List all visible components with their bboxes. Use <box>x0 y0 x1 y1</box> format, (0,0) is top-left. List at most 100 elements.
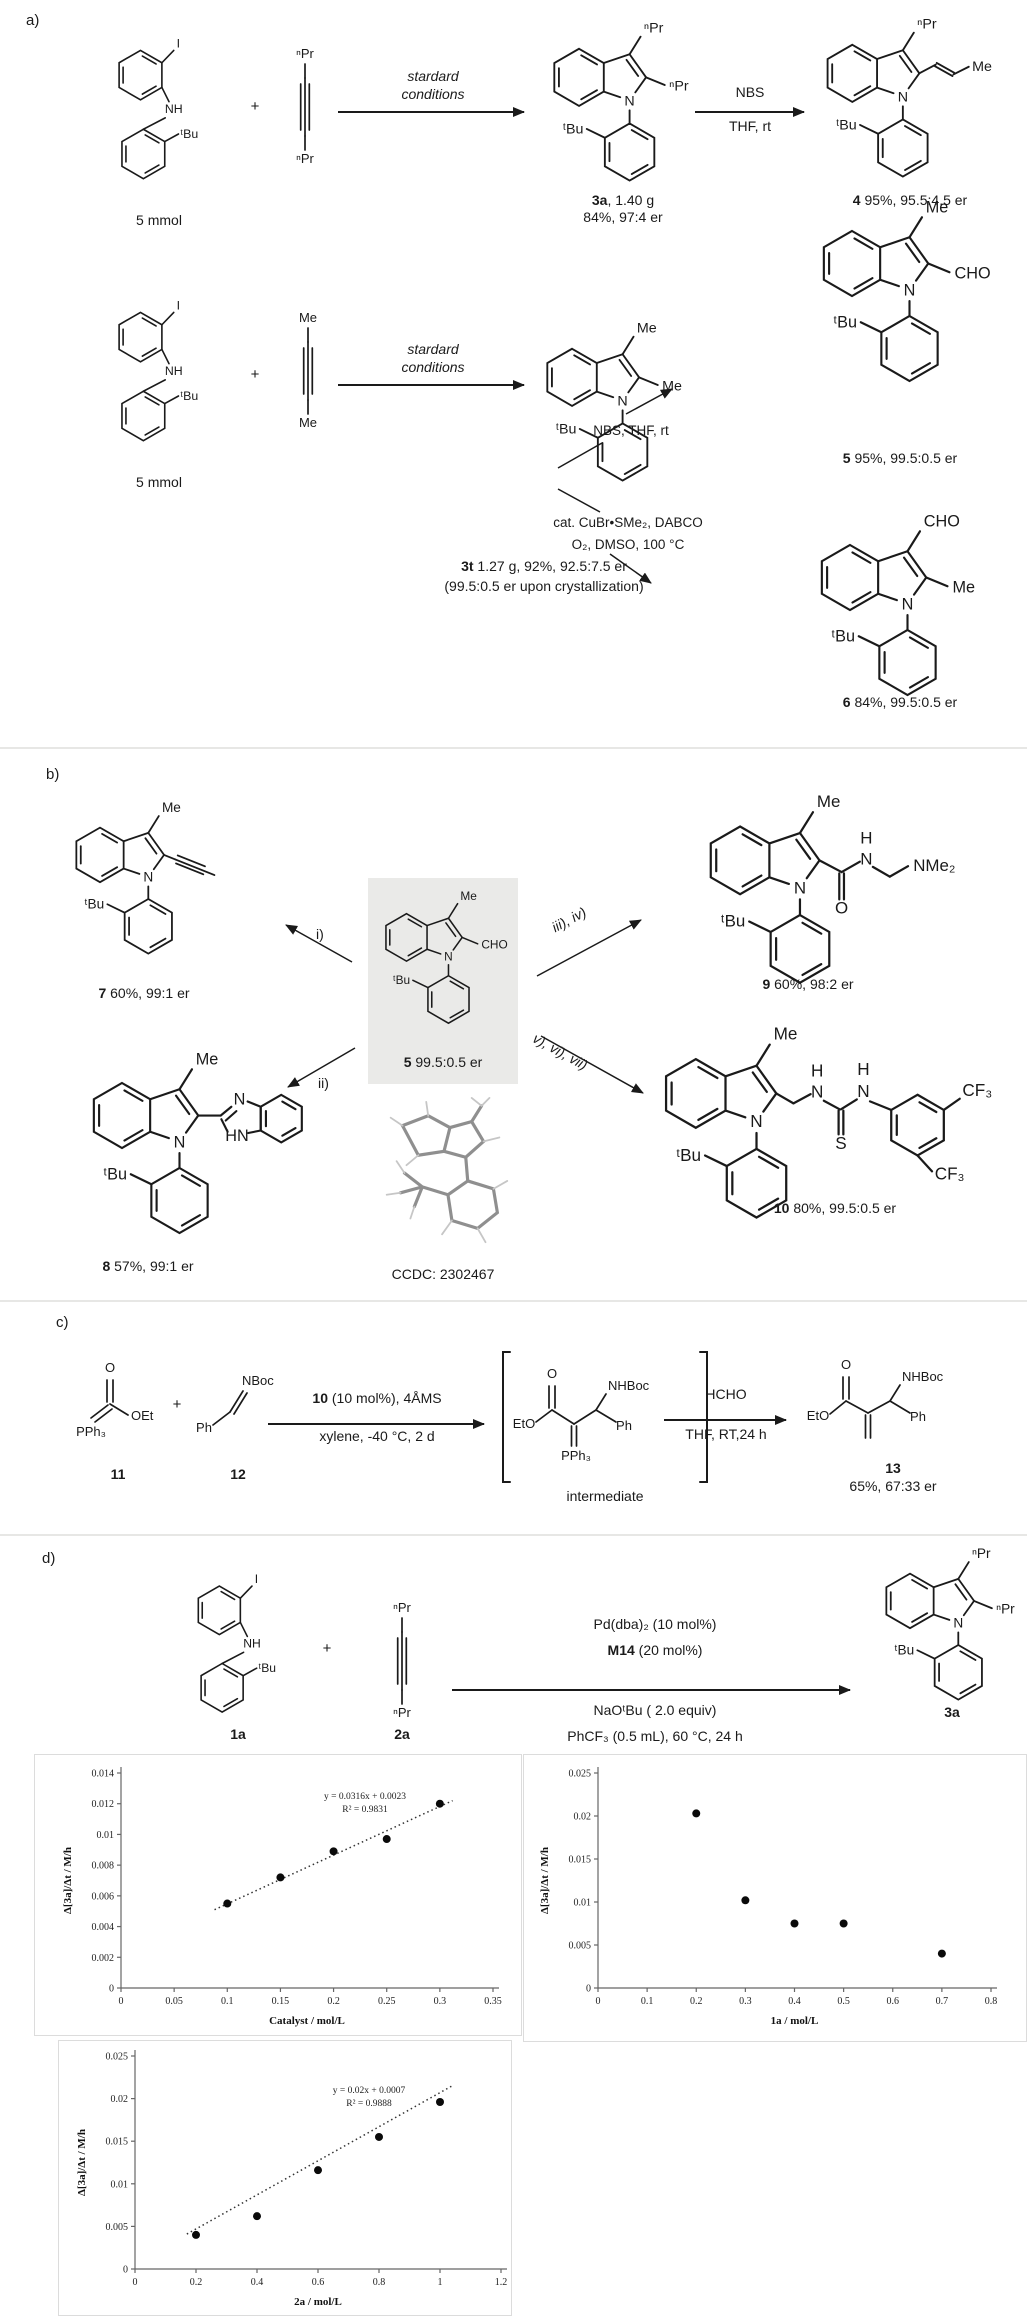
atom-label: N <box>444 950 453 964</box>
atom-label: PPh₃ <box>561 1448 591 1463</box>
atom-label: EtO <box>807 1408 829 1423</box>
compound-info: , 1.40 g <box>607 192 655 208</box>
atom-label: O <box>835 899 848 918</box>
compound-yield: 80%, 99.5:0.5 er <box>789 1200 897 1216</box>
structure-intermediate: EtO O PPh₃ NHBoc Ph <box>502 1351 708 1483</box>
atom-label: ⁿPr <box>296 46 314 61</box>
conditions-label: xylene, -40 °C, 2 d <box>319 1428 435 1444</box>
axis-tick: 0.05 <box>165 1996 183 2007</box>
axis-tick: 0.6 <box>312 2277 325 2288</box>
reagent-label: NBS <box>735 84 765 100</box>
atom-label: Ph <box>196 1420 212 1435</box>
product-5-label: 5 95%, 99.5:0.5 er <box>782 450 1018 467</box>
axis-tick: 0.15 <box>272 1996 290 2007</box>
conditions-label: conditions <box>401 359 465 375</box>
atom-label: ᵗBu <box>104 1165 127 1183</box>
solvent-label: THF, RT,24 h <box>685 1426 767 1442</box>
atom-label: I <box>255 1572 258 1586</box>
structure-13: EtO O NHBoc Ph <box>807 1357 944 1439</box>
compound-yield: 60%, 99:1 er <box>106 985 190 1001</box>
axis-tick: 0.012 <box>92 1799 115 1810</box>
axis-tick: 0.35 <box>484 1996 502 2007</box>
axis-tick: 0.005 <box>569 1941 592 1952</box>
atom-label: ᵗBu <box>259 1661 277 1675</box>
atom-label: OEt <box>131 1408 154 1423</box>
atom-label: Me <box>299 310 317 325</box>
highlight-box <box>368 878 518 1084</box>
compound-13-yield: 65%, 67:33 er <box>849 1478 937 1494</box>
axis-tick: 0.2 <box>690 1996 703 2007</box>
atom-label: NH <box>243 1637 261 1651</box>
atom-label: ⁿPr <box>393 1705 411 1720</box>
structure-2a: ⁿPr ⁿPr <box>393 1600 411 1720</box>
compound-5-label: 5 99.5:0.5 er <box>366 1054 520 1071</box>
plus-sign: + <box>322 1640 332 1657</box>
axis-tick: 0.025 <box>569 1769 592 1780</box>
atom-label: CF₃ <box>935 1163 965 1183</box>
product-3t-label: 3t 1.27 g, 92%, 92.5:7.5 er <box>368 558 720 575</box>
atom-label: I <box>177 299 180 313</box>
xray-structure-image <box>385 1097 509 1244</box>
equation-label: R² = 0.9888 <box>346 2099 392 2109</box>
atom-label: N <box>794 879 806 898</box>
axis-tick: 0 <box>109 1984 114 1995</box>
atom-label: N <box>860 849 872 868</box>
compound-yield: 57%, 99:1 er <box>110 1258 194 1274</box>
atom-label: ⁿPr <box>393 1600 411 1615</box>
conditions-label: PhCF₃ (0.5 mL), 60 °C, 24 h <box>567 1728 743 1744</box>
axis-tick: 0.015 <box>569 1855 592 1866</box>
atom-label: ⁿPr <box>644 20 664 36</box>
axis-title: 1a / mol/L <box>771 2015 819 2027</box>
data-point <box>436 2098 444 2107</box>
axis-tick: 0.2 <box>190 2277 203 2288</box>
atom-label: Ph <box>910 1409 926 1424</box>
section-divider <box>0 747 1027 749</box>
atom-label: N <box>904 281 916 299</box>
axis-tick: 0.1 <box>221 1996 234 2007</box>
plus-sign: + <box>250 98 260 115</box>
atom-label: NMe₂ <box>913 856 955 875</box>
atom-label: ᵗBu <box>180 127 198 141</box>
compound-yield: 95%, 99.5:0.5 er <box>850 450 958 466</box>
compound-yield: 1.27 g, 92%, 92.5:7.5 er <box>473 558 627 574</box>
atom-label: ⁿPr <box>669 79 689 95</box>
data-point <box>276 1873 285 1882</box>
axis-tick: 0.3 <box>434 1996 447 2007</box>
atom-label: CHO <box>924 512 960 530</box>
atom-label: ᵗBu <box>180 389 198 403</box>
axis-tick: 0.8 <box>985 1996 998 2007</box>
product-9-label: 9 60%, 98:2 er <box>658 976 958 993</box>
compound-11-number: 11 <box>110 1466 126 1482</box>
ccdc-label: CCDC: 2302467 <box>391 1266 495 1282</box>
atom-label: CHO <box>955 265 991 283</box>
atom-label: N <box>174 1133 186 1151</box>
structure-11: O OEt PPh₃ <box>76 1360 154 1439</box>
axis-tick: 0.005 <box>106 2222 129 2233</box>
product-8-label: 8 57%, 99:1 er <box>40 1258 256 1275</box>
compound-number: 3t <box>461 558 474 574</box>
compound-number: 5 <box>403 1054 412 1070</box>
atom-label: ᵗBu <box>836 117 857 133</box>
compound-number: 8 <box>102 1258 111 1274</box>
compound-12-number: 12 <box>230 1466 246 1482</box>
conditions-text: (10 mol%), 4ÅMS <box>327 1390 442 1406</box>
compound-yield: 95%, 95.5:4.5 er <box>860 192 968 208</box>
reagent-label: HCHO <box>705 1386 747 1402</box>
atom-label: Me <box>662 379 682 395</box>
atom-label: ᵗBu <box>895 1642 915 1657</box>
product-4-label: 4 95%, 95.5:4.5 er <box>798 192 1022 209</box>
atom-label: NH <box>165 364 183 378</box>
atom-label: NHBoc <box>608 1378 650 1393</box>
data-point <box>435 1799 444 1808</box>
conditions-label: Pd(dba)₂ (10 mol%) <box>593 1616 717 1632</box>
data-point <box>192 2230 200 2239</box>
axis-title: Δ[3a]/Δt / M/h <box>539 1847 551 1914</box>
data-point <box>314 2166 322 2175</box>
atom-label: ᵗBu <box>556 421 577 437</box>
